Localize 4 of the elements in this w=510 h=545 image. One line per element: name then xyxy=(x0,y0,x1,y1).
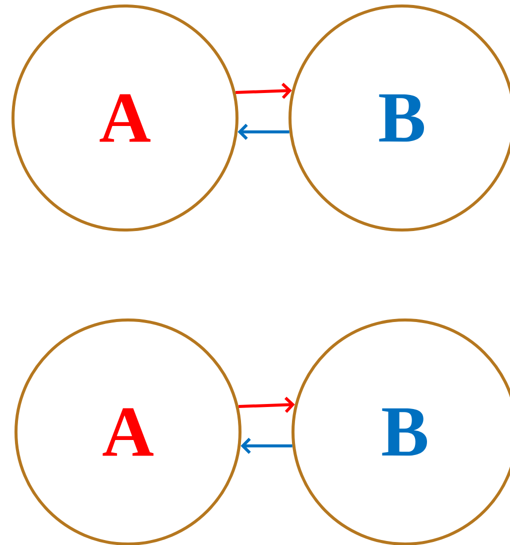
arrow xyxy=(238,124,290,140)
arrow xyxy=(236,82,292,99)
arrow xyxy=(240,438,292,454)
arrow xyxy=(238,396,295,413)
